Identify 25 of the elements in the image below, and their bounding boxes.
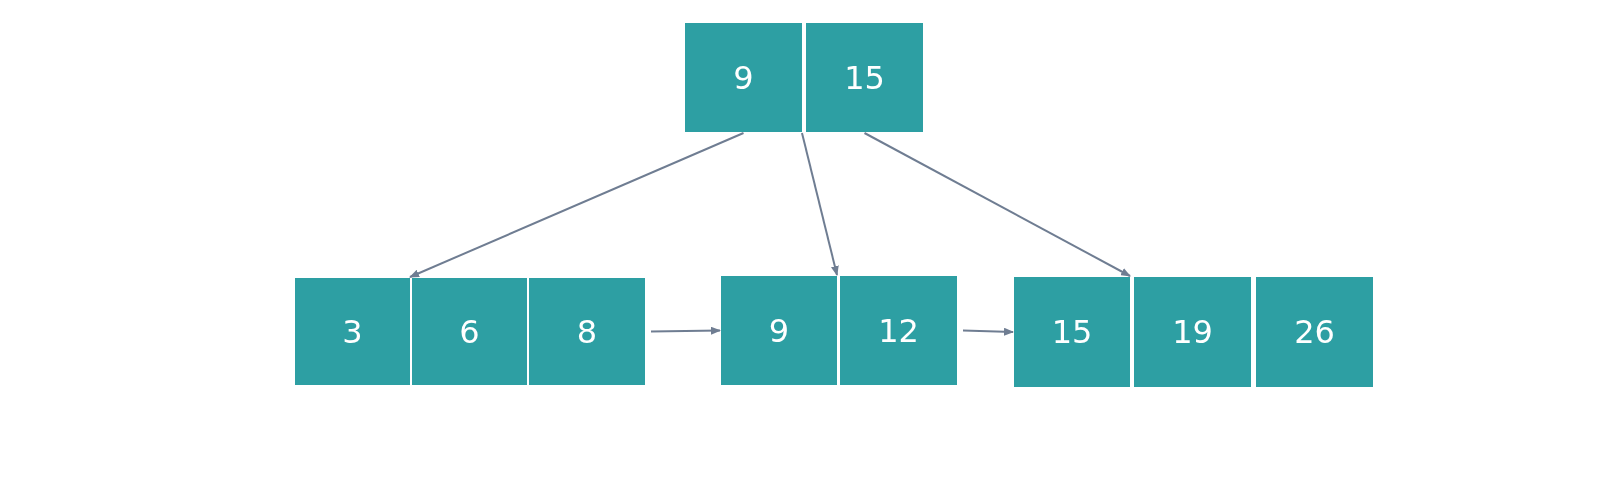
key-value: 9 (768, 311, 790, 350)
key-cell (806, 23, 923, 132)
arrow (863, 132, 1131, 277)
key-cell (1014, 277, 1130, 387)
key-cell (685, 23, 802, 132)
arrow (409, 132, 745, 278)
key-value: 26 (1294, 313, 1335, 351)
key-value: 19 (1172, 313, 1213, 351)
key-cell (840, 276, 957, 385)
key-cell (412, 278, 527, 385)
key-cell (1134, 277, 1251, 387)
key-value: 9 (733, 58, 754, 97)
key-value: 15 (844, 58, 885, 97)
arrow (801, 132, 839, 276)
key-value: 6 (459, 312, 480, 351)
arrow (650, 326, 721, 335)
key-value: 15 (1051, 313, 1093, 351)
key-value: 12 (878, 311, 919, 350)
key-cell (1256, 277, 1373, 387)
arrow (962, 327, 1014, 336)
key-value: 3 (342, 312, 363, 351)
key-value: 8 (576, 312, 598, 351)
key-cell (295, 278, 410, 385)
key-cell (721, 276, 837, 385)
key-cell (529, 278, 645, 385)
